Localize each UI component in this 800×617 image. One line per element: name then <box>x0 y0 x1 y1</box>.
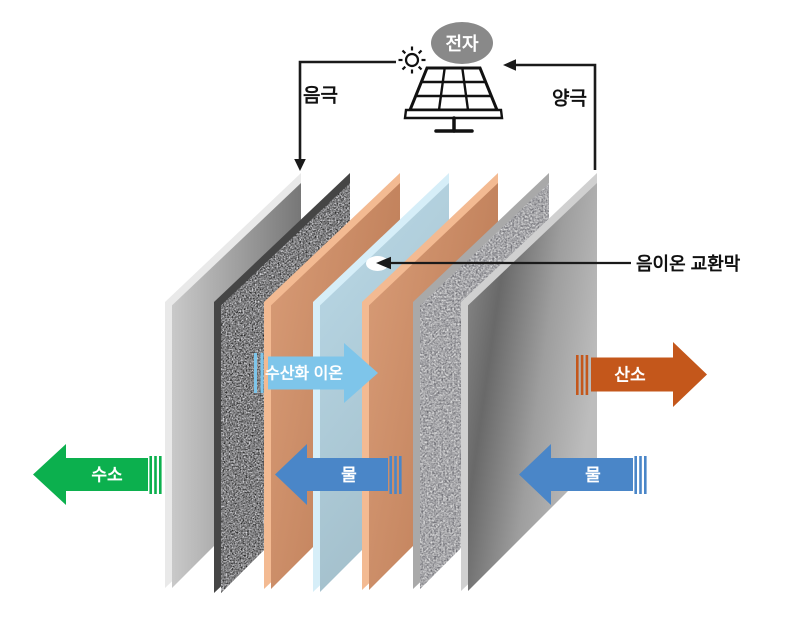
oxygen-arrow: 산소 <box>576 342 707 407</box>
water-arrow-middle: 물 <box>275 444 402 505</box>
anode-wire <box>509 63 597 170</box>
water-middle-label: 물 <box>341 466 357 485</box>
water-arrow-right: 물 <box>519 444 647 505</box>
cathode-label: 음극 <box>303 85 338 107</box>
electron-bubble: 전자 <box>431 22 493 64</box>
sun-ray <box>401 49 407 55</box>
cathode-wire-arrowhead-icon <box>294 159 306 171</box>
anode-wire-arrowhead-icon <box>503 59 516 71</box>
sun-ray <box>417 49 423 55</box>
circuit-wires <box>294 59 597 171</box>
hydrogen-arrow: 수소 <box>33 444 162 505</box>
anode-label: 양극 <box>552 88 587 110</box>
flow-arrows: 수산화 이온 산소 수소 물 <box>33 342 707 505</box>
hydroxide-label: 수산화 이온 <box>265 364 343 383</box>
sun-icon <box>398 46 426 74</box>
membrane-label: 음이온 교환막 <box>636 253 741 274</box>
oxygen-label: 산소 <box>614 366 646 385</box>
solar-panel-icon <box>403 66 504 133</box>
callout-arrowhead-icon <box>376 256 391 270</box>
hydrogen-label: 수소 <box>91 466 123 485</box>
sun-ray <box>417 65 423 71</box>
sun-ray <box>401 65 407 71</box>
cathode-wire <box>298 60 396 161</box>
electron-label: 전자 <box>445 34 479 54</box>
hydroxide-arrow: 수산화 이온 <box>254 343 378 403</box>
membrane-callout: 음이온 교환막 <box>366 253 741 274</box>
cell-stack <box>165 173 597 593</box>
water-right-label: 물 <box>585 466 601 485</box>
